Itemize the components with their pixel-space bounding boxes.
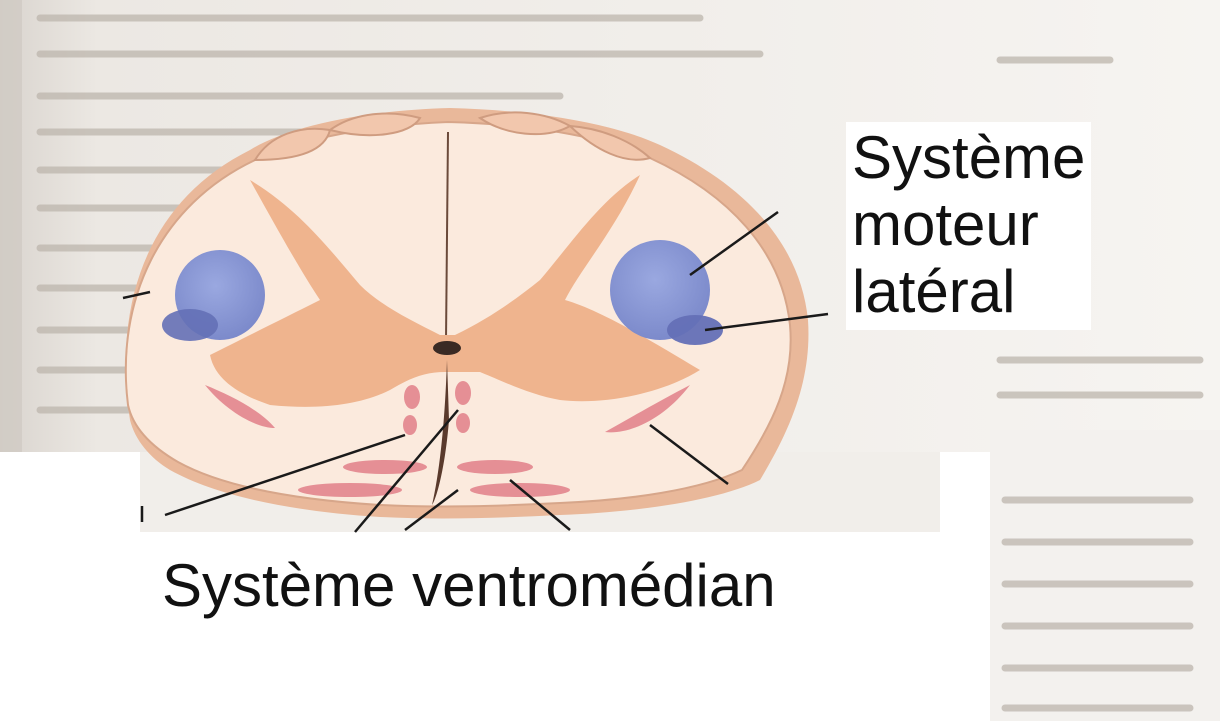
lateral-label-line-1: Système — [852, 124, 1085, 191]
lateral-motor-system-label: Système moteur latéral — [846, 122, 1091, 330]
lateral-label-line-2: moteur — [852, 191, 1085, 258]
ventromedial-system-label: Système ventromédian — [162, 552, 776, 619]
lateral-tract-left-dark — [162, 309, 218, 341]
central-canal — [433, 341, 461, 355]
lateral-label-line-3: latéral — [852, 258, 1085, 325]
